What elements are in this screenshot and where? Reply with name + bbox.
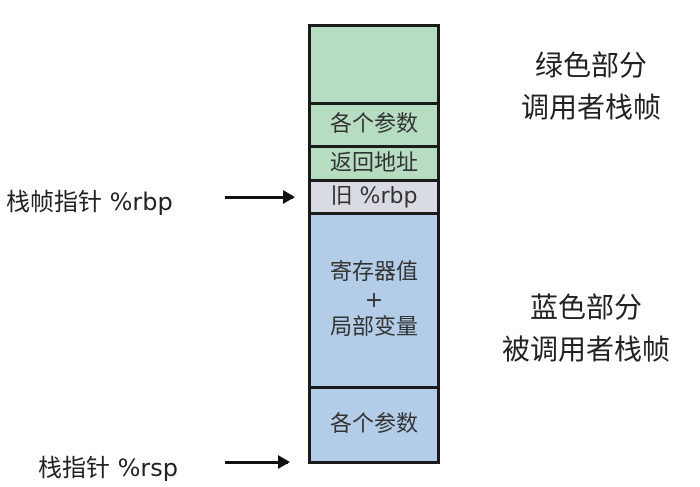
registers-locals-cell: 寄存器值 + 局部变量 <box>311 215 437 389</box>
blue-region-title: 蓝色部分 <box>529 291 642 324</box>
old-rbp-cell: 旧 %rbp <box>311 182 437 215</box>
callee-arguments-label: 各个参数 <box>329 412 418 438</box>
frame-pointer-label: 栈帧指针 %rbp <box>6 188 173 216</box>
registers-label: 寄存器值 <box>329 260 418 286</box>
caller-arguments-label: 各个参数 <box>329 112 418 138</box>
caller-arguments-cell: 各个参数 <box>311 105 437 148</box>
green-region-caption: 绿色部分 调用者栈帧 <box>476 45 700 129</box>
stack-diagram: 各个参数 返回地址 旧 %rbp 寄存器值 + 局部变量 各个参数 <box>308 24 440 464</box>
frame-pointer-arrow-icon <box>225 190 295 204</box>
caller-frame-upper-cell <box>311 27 437 105</box>
return-address-cell: 返回地址 <box>311 148 437 182</box>
blue-region-subtitle: 被调用者栈帧 <box>501 333 670 366</box>
old-rbp-label: 旧 %rbp <box>330 184 418 210</box>
plus-label: + <box>364 287 384 313</box>
green-region-title: 绿色部分 <box>534 49 647 82</box>
blue-region-caption: 蓝色部分 被调用者栈帧 <box>466 287 700 371</box>
stack-pointer-label: 栈指针 %rsp <box>38 454 179 482</box>
return-address-label: 返回地址 <box>329 150 418 176</box>
locals-label: 局部变量 <box>329 315 418 341</box>
stack-pointer-arrow-icon <box>225 455 290 469</box>
callee-arguments-cell: 各个参数 <box>311 389 437 461</box>
green-region-subtitle: 调用者栈帧 <box>520 91 661 124</box>
